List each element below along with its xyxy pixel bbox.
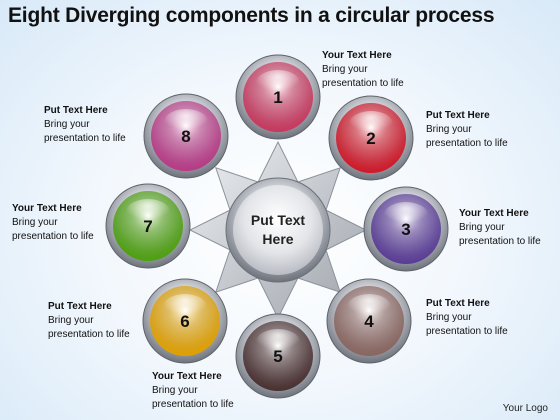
node-number: 5 [273,347,282,366]
label-node-8: Put Text Here Bring your presentation to… [44,104,126,146]
node-number: 3 [401,220,410,239]
label-node-2: Put Text Here Bring your presentation to… [426,109,508,151]
label-text-line-1: Bring your [44,119,90,130]
label-text-line-1: Bring your [459,222,505,233]
process-node-8: 8 [143,93,229,179]
label-text-line-2: presentation to life [12,231,94,242]
label-text-line-2: presentation to life [44,133,126,144]
process-nodes: 1 2 3 4 5 6 7 8 [105,54,449,399]
label-text-line-2: presentation to life [322,78,404,89]
label-text-line-1: Bring your [426,312,472,323]
process-node-6: 6 [142,278,228,364]
label-heading: Put Text Here [48,301,112,312]
node-number: 8 [181,127,190,146]
node-number: 4 [364,312,374,331]
label-heading: Your Text Here [12,203,82,214]
label-node-5: Your Text Here Bring your presentation t… [152,370,234,412]
label-text-line-2: presentation to life [152,399,234,410]
node-highlight [349,111,393,137]
label-heading: Your Text Here [152,371,222,382]
label-text-line-1: Bring your [48,315,94,326]
label-text-line-2: presentation to life [48,329,130,340]
process-node-5: 5 [235,313,321,399]
label-heading: Your Text Here [322,50,392,61]
process-node-1: 1 [235,54,321,140]
process-node-2: 2 [328,95,414,181]
label-node-3: Your Text Here Bring your presentation t… [459,207,541,249]
label-node-7: Your Text Here Bring your presentation t… [12,202,94,244]
node-highlight [256,329,300,355]
center-circle-inner [233,185,323,275]
label-text-line-2: presentation to life [426,326,508,337]
logo-placeholder: Your Logo [502,403,548,414]
node-number: 6 [180,312,189,331]
label-text-line-1: Bring your [426,124,472,135]
node-highlight [347,294,391,320]
center-text-line-1: Put Text [251,212,306,228]
node-number: 7 [143,217,152,236]
process-node-3: 3 [363,186,449,272]
label-heading: Put Text Here [426,298,490,309]
node-highlight [384,202,428,228]
diagram-title: Eight Diverging components in a circular… [8,4,495,27]
label-heading: Put Text Here [426,110,490,121]
label-text-line-2: presentation to life [426,138,508,149]
process-node-7: 7 [105,183,191,269]
label-node-1: Your Text Here Bring your presentation t… [322,49,404,91]
node-highlight [164,109,208,135]
label-text-line-1: Bring your [152,385,198,396]
label-text-line-1: Bring your [12,217,58,228]
label-text-line-2: presentation to life [459,236,541,247]
node-number: 2 [366,129,375,148]
node-highlight [256,70,300,96]
label-heading: Your Text Here [459,208,529,219]
label-text-line-1: Bring your [322,64,368,75]
label-heading: Put Text Here [44,105,108,116]
node-number: 1 [273,88,282,107]
process-node-4: 4 [326,278,412,364]
label-node-4: Put Text Here Bring your presentation to… [426,297,508,339]
center-text-line-2: Here [262,231,293,247]
label-node-6: Put Text Here Bring your presentation to… [48,300,130,342]
node-highlight [126,199,170,225]
node-highlight [163,294,207,320]
